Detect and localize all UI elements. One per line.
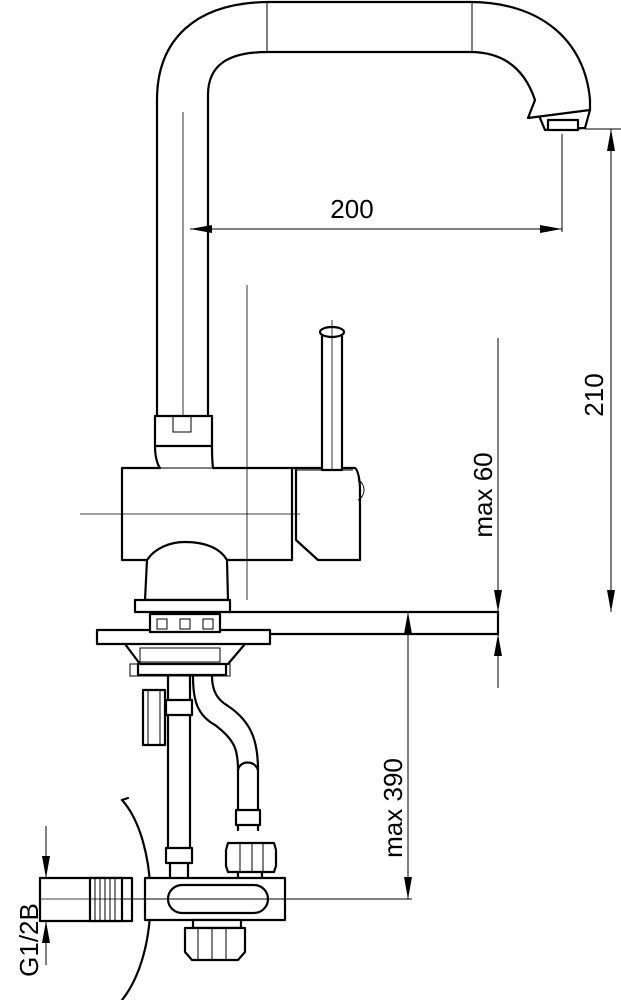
mounting-plate: [95, 612, 272, 677]
dimension-label-max-60: max 60: [468, 452, 498, 537]
faucet-spout: [155, 0, 592, 420]
dimension-spout-height: [585, 128, 621, 612]
dimension-deck-thickness: [494, 338, 502, 688]
dimension-connection-length: [120, 612, 412, 900]
dimension-spout-reach: [190, 134, 563, 233]
dimension-thread-size: [42, 826, 50, 965]
faucet-base: [133, 558, 500, 636]
dimension-label-max-390: max 390: [378, 758, 408, 858]
dimension-label-210: 210: [579, 373, 609, 416]
dimension-label-200: 200: [330, 194, 373, 224]
spout-swivel-nut: [153, 414, 214, 448]
faucet-main-body: [80, 285, 365, 600]
supply-hoses: [141, 674, 278, 882]
dimension-label-g12b: G1/2B: [14, 903, 44, 977]
